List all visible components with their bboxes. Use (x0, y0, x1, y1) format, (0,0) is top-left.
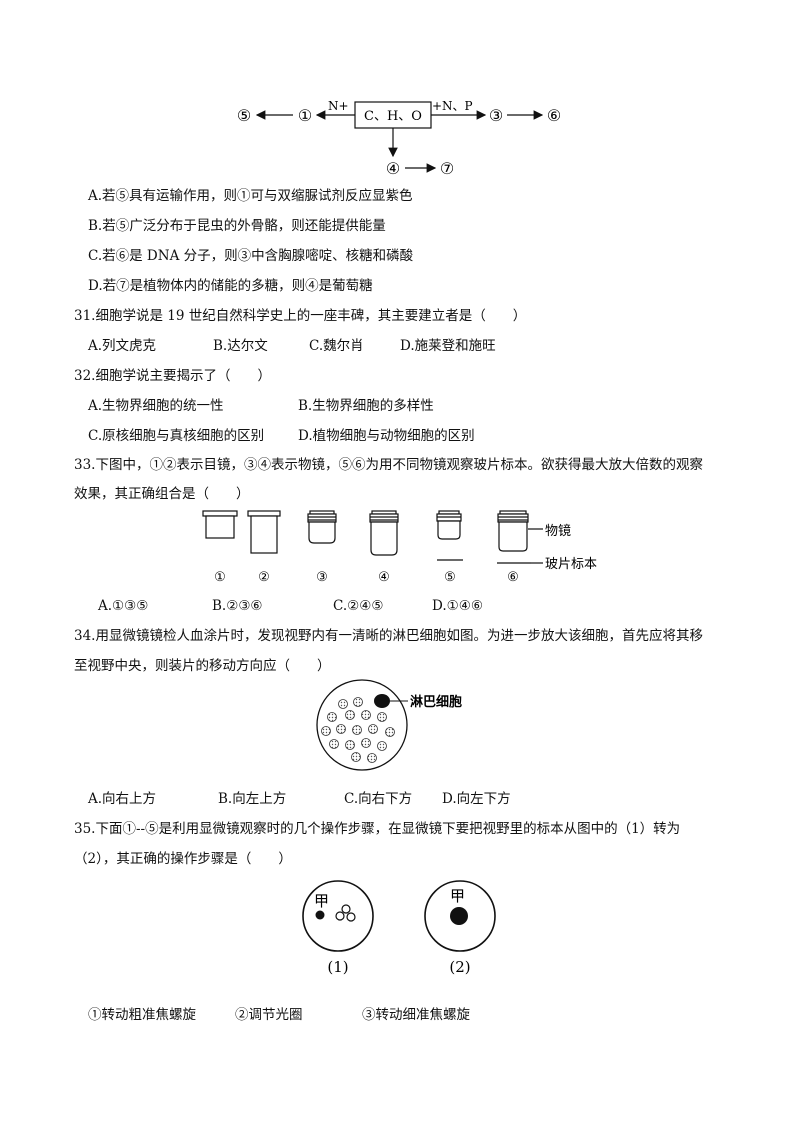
view-field-1-char: 甲 (314, 892, 329, 910)
objective-label: 物镜 (545, 524, 571, 539)
view-field-1-caption: (1) (327, 958, 348, 976)
blood-smear-figure: 淋巴细胞 (316, 679, 462, 771)
objective-4 (369, 510, 399, 556)
right-arrow-label: +N、P (432, 99, 473, 113)
element-flow-diagram: C、H、O N+ +N、P ⑤ ① ③ ⑥ ④ ⑦ (237, 99, 561, 178)
q35-step-2: ②调节光圈 (235, 1007, 303, 1023)
q33-option-c: C.②④⑤ (333, 598, 384, 614)
red-blood-cells (321, 697, 395, 763)
q30-option-c: C.若⑥是 DNA 分子，则③中含胸腺嘧啶、核糖和磷酸 (88, 248, 414, 264)
node-5: ⑤ (237, 106, 251, 125)
q33-option-b: B.②③⑥ (212, 598, 263, 614)
lymphocyte (374, 694, 390, 708)
lens-label-1: ① (214, 570, 226, 585)
eyepiece-2 (247, 510, 281, 554)
lymphocyte-label: 淋巴细胞 (410, 694, 462, 710)
lens-label-2: ② (258, 570, 270, 585)
node-6: ⑥ (547, 106, 561, 125)
q33-option-a: A.①③⑤ (98, 598, 149, 614)
q32-stem: 32.细胞学说主要揭示了（ ） (74, 368, 271, 384)
view-field-2-caption: (2) (449, 958, 470, 976)
q33-stem-line1: 33.下图中，①②表示目镜，③④表示物镜，⑤⑥为用不同物镜观察玻片标本。欲获得最… (74, 457, 703, 473)
q30-option-b: B.若⑤广泛分布于昆虫的外骨骼，则还能提供能量 (88, 218, 386, 234)
objective-5 (436, 510, 463, 561)
q35-stem-line1: 35.下面①--⑤是利用显微镜观察时的几个操作步骤，在显微镜下要把视野里的标本从… (74, 821, 681, 837)
q32-option-a: A.生物界细胞的统一性 (88, 398, 224, 414)
slide-label: 玻片标本 (545, 557, 597, 572)
objective-3 (307, 510, 337, 544)
q31-stem: 31.细胞学说是 19 世纪自然科学史上的一座丰碑，其主要建立者是（ ） (74, 308, 527, 324)
q33-option-d: D.①④⑥ (432, 598, 483, 614)
q35-stem-line2: （2），其正确的操作步骤是（ ） (74, 851, 292, 867)
view-field-2-char: 甲 (450, 887, 465, 905)
lens-figure: 物镜 玻片标本 ① ② ③ ④ ⑤ ⑥ (202, 510, 597, 585)
q31-option-d: D.施莱登和施旺 (400, 338, 496, 354)
q32-option-b: B.生物界细胞的多样性 (298, 398, 434, 414)
q31-option-b: B.达尔文 (213, 338, 268, 354)
view-field-figure: 甲 (1) 甲 (2) (302, 880, 496, 976)
left-arrow-label: N+ (328, 99, 349, 113)
q35-step-1: ①转动粗准焦螺旋 (88, 1007, 196, 1023)
q34-stem-line1: 34.用显微镜镜检人血涂片时，发现视野内有一清晰的淋巴细胞如图。为进一步放大该细… (74, 628, 703, 644)
q30-option-d: D.若⑦是植物体内的储能的多糖，则④是葡萄糖 (88, 278, 373, 294)
q33-stem-line2: 效果，其正确组合是（ ） (74, 486, 250, 502)
lens-label-5: ⑤ (444, 570, 456, 585)
q32-option-c: C.原核细胞与真核细胞的区别 (88, 428, 265, 444)
q34-option-b: B.向左上方 (218, 791, 287, 807)
node-4: ④ (386, 159, 400, 178)
lens-label-4: ④ (378, 570, 390, 585)
objective-6 (497, 510, 543, 564)
eyepiece-1 (202, 510, 238, 539)
q34-stem-line2: 至视野中央，则装片的移动方向应（ ） (74, 658, 331, 674)
node-7: ⑦ (440, 159, 454, 178)
q31-option-a: A.列文虎克 (88, 338, 157, 354)
q34-option-a: A.向右上方 (88, 791, 157, 807)
q31-option-c: C.魏尔肖 (309, 338, 364, 354)
node-1: ① (298, 106, 312, 125)
lens-label-3: ③ (316, 570, 328, 585)
field-of-view (316, 679, 408, 771)
lens-label-6: ⑥ (507, 570, 519, 585)
q34-option-c: C.向右下方 (344, 791, 413, 807)
q32-option-d: D.植物细胞与动物细胞的区别 (298, 428, 475, 444)
q34-option-d: D.向左下方 (442, 791, 511, 807)
node-3: ③ (489, 106, 503, 125)
cho-box-label: C、H、O (364, 109, 422, 124)
q30-option-a: A.若⑤具有运输作用，则①可与双缩脲试剂反应显紫色 (88, 188, 413, 204)
q35-step-3: ③转动细准焦螺旋 (362, 1007, 470, 1023)
